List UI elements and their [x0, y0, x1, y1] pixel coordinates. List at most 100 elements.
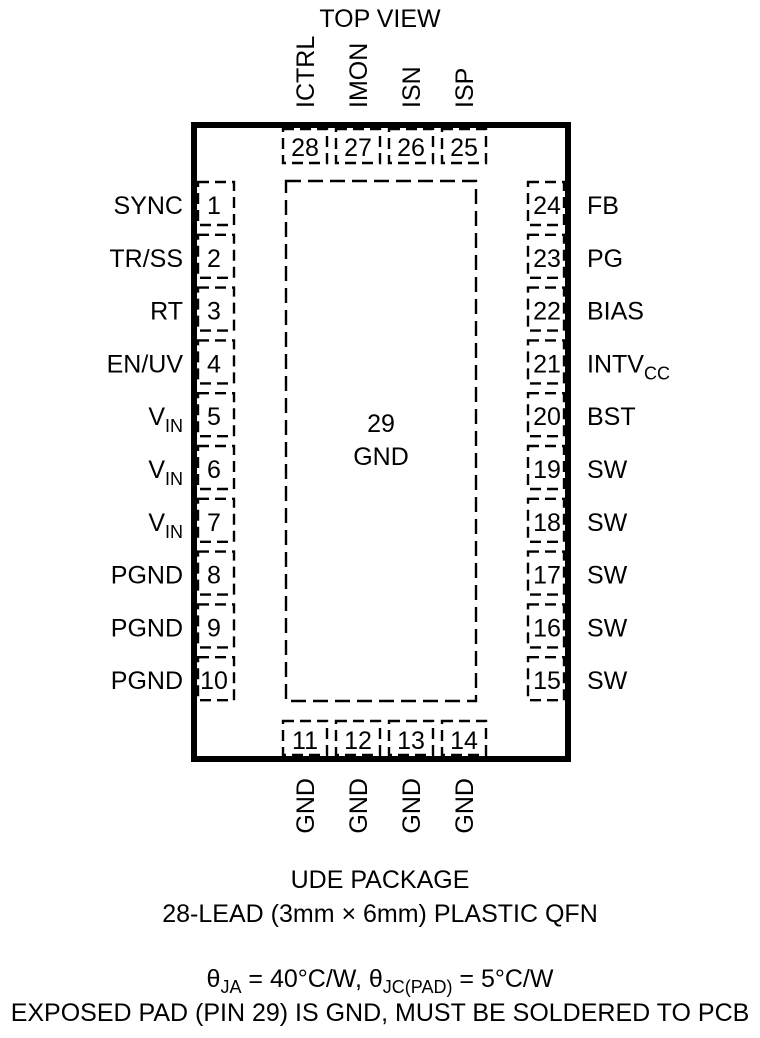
pin-3: 3 RT	[150, 286, 236, 332]
pin-name: VIN	[148, 456, 183, 489]
left-pin-group: 1SYNC2TR/SS3RT4EN/UV5VIN6VIN7VIN8PGND9PG…	[107, 180, 236, 702]
pin-number: 10	[200, 667, 228, 695]
pin-number: 28	[291, 134, 319, 162]
pin-pad	[196, 656, 236, 702]
exposed-pad	[284, 179, 478, 703]
pin-number: 21	[533, 350, 561, 378]
pin-name: INTVCC	[587, 350, 670, 383]
pin-name: SW	[587, 562, 628, 590]
pin-name: VIN	[148, 509, 183, 542]
pin-number: 13	[397, 727, 425, 755]
pin-number: 2	[207, 245, 221, 273]
pin-pad	[196, 392, 236, 438]
pin-name: ICTRL	[292, 36, 320, 108]
pin-pad	[440, 127, 488, 165]
pin-pad	[526, 392, 566, 438]
pin-pad	[387, 719, 435, 757]
thermal-resistance: θJA = 40°C/W, θJC(PAD) = 5°C/W	[207, 965, 554, 997]
package-name: UDE PACKAGE	[291, 866, 470, 894]
pin-pad	[196, 339, 236, 385]
pin-name: PGND	[111, 562, 183, 590]
pin-name: RT	[150, 298, 183, 326]
pin-number: 12	[344, 727, 372, 755]
pin-number: 20	[533, 403, 561, 431]
theta-jc-subscript: JC(PAD)	[383, 977, 453, 997]
pin-8: 8 PGND	[111, 550, 236, 596]
pin-number: 5	[207, 403, 221, 431]
pin-name: BIAS	[587, 298, 644, 326]
pin-number: 14	[450, 727, 478, 755]
pin-name: GND	[292, 778, 320, 834]
pin-16: 16 SW	[526, 603, 628, 649]
pin-number: 25	[450, 134, 478, 162]
theta-ja-symbol: θ	[207, 965, 221, 993]
pin-name: ISN	[398, 66, 426, 108]
pin-pad	[526, 339, 566, 385]
pin-name: GND	[345, 778, 373, 834]
pin-pad	[196, 180, 236, 227]
pin-name: GND	[398, 778, 426, 834]
pin-number: 3	[207, 298, 221, 326]
pin-pad	[334, 719, 382, 757]
pin-number: 1	[207, 192, 221, 220]
theta-jc-symbol: θ	[369, 965, 383, 993]
pin-number: 6	[207, 456, 221, 484]
pin-2: 2 TR/SS	[109, 233, 236, 280]
pin-name: PGND	[111, 667, 183, 695]
pin-number: 16	[533, 614, 561, 642]
pin-pad	[526, 444, 566, 491]
pin-26: 26 ISN	[387, 66, 435, 165]
pin-name: ISP	[451, 68, 479, 108]
pin-number: 27	[344, 134, 372, 162]
exposed-pad-name: GND	[353, 443, 409, 471]
pin-pad	[281, 719, 329, 757]
pin-pad	[196, 497, 236, 543]
pin-pad	[387, 127, 435, 165]
pin-pad	[196, 233, 236, 280]
pin-pad	[196, 444, 236, 491]
pin-6: 6 VIN	[148, 444, 236, 491]
pin-pad	[526, 550, 566, 596]
exposed-pad-number: 29	[367, 410, 395, 438]
pin-name: GND	[451, 778, 479, 834]
top-view-label: TOP VIEW	[319, 5, 441, 33]
pin-17: 17 SW	[526, 550, 628, 596]
theta-ja-subscript: JA	[220, 977, 241, 997]
pin-number: 22	[533, 298, 561, 326]
pin-name: TR/SS	[109, 245, 183, 273]
pin-number: 24	[533, 192, 561, 220]
theta-jc-value: = 5°C/W	[452, 965, 553, 993]
pin-name: SW	[587, 614, 628, 642]
package-body	[191, 122, 571, 762]
pin-number: 23	[533, 245, 561, 273]
pin-22: 22 BIAS	[526, 286, 644, 332]
pin-25: 25 ISP	[440, 68, 488, 165]
pin-pad	[526, 233, 566, 280]
pin-number: 17	[533, 562, 561, 590]
pin-10: 10 PGND	[111, 656, 236, 702]
pin-pad	[196, 603, 236, 649]
theta-ja-value: = 40°C/W,	[241, 965, 368, 993]
pin-number: 8	[207, 562, 221, 590]
pin-number: 26	[397, 134, 425, 162]
pin-number: 4	[207, 350, 221, 378]
exposed-pad-note: EXPOSED PAD (PIN 29) IS GND, MUST BE SOL…	[11, 999, 750, 1027]
package-description: 28-LEAD (3mm × 6mm) PLASTIC QFN	[162, 900, 598, 928]
